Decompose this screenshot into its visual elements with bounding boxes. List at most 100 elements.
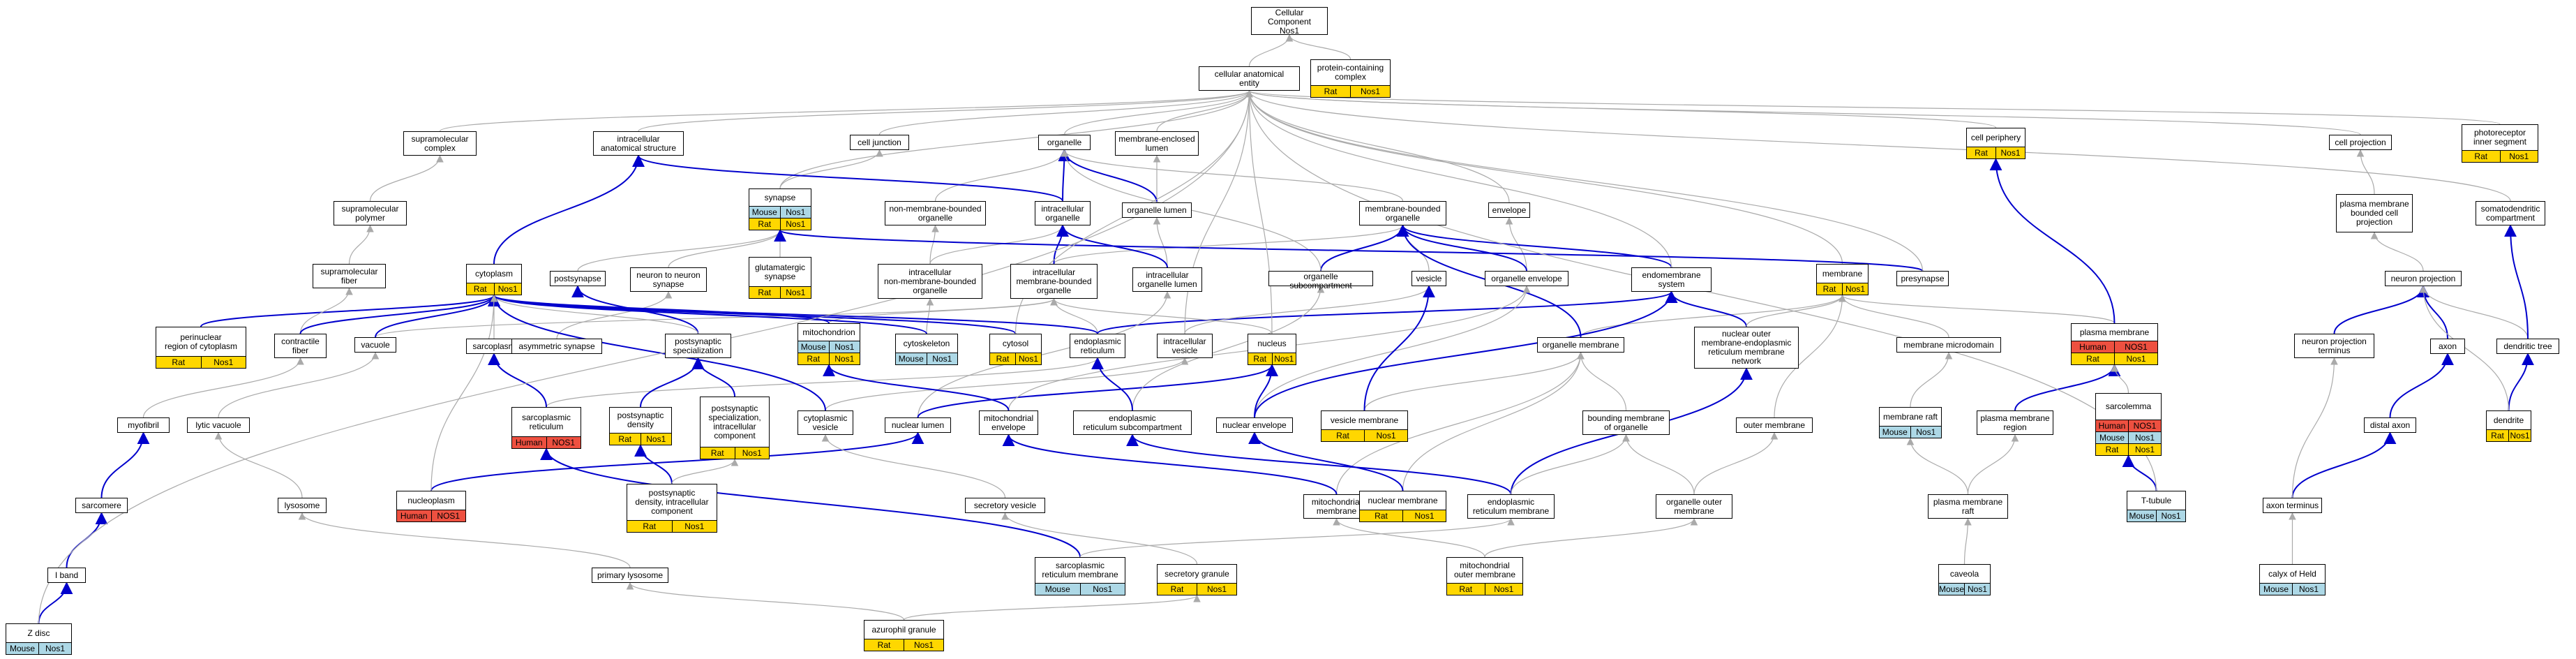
edge-plasmamem-to-cellperiphery	[1989, 158, 2116, 324]
node-orgsub[interactable]: organelle subcompartment	[1268, 271, 1373, 290]
node-inmbo[interactable]: intracellular non-membrane-bounded organ…	[878, 264, 982, 299]
node-contractile[interactable]: contractile fiber	[274, 334, 327, 358]
node-neuronprojection[interactable]: neuron projection	[2385, 271, 2462, 286]
node-ermem[interactable]: endoplasmic reticulum membrane	[1467, 494, 1555, 519]
gene-tag: Nos1	[1484, 584, 1522, 595]
node-intorganelle[interactable]: intracellular organelle	[1035, 201, 1091, 225]
node-er[interactable]: endoplasmic reticulum	[1070, 334, 1125, 358]
node-supcomplex[interactable]: supramolecular complex	[403, 131, 477, 156]
node-n2n[interactable]: neuron to neuron synapse	[630, 267, 707, 292]
node-npt[interactable]: neuron projection terminus	[2294, 334, 2374, 358]
node-secvesicle[interactable]: secretory vesicle	[965, 498, 1045, 513]
node-bmo[interactable]: bounding membrane of organelle	[1582, 410, 1670, 435]
node-ias[interactable]: intracellular anatomical structure	[593, 131, 684, 156]
node-cellprojection[interactable]: cell projection	[2329, 135, 2392, 150]
node-nucenv[interactable]: nuclear envelope	[1216, 417, 1293, 433]
node-lyticvac[interactable]: lytic vacuole	[187, 417, 250, 433]
node-axon[interactable]: axon	[2430, 339, 2465, 354]
gene-tag: Nos1	[2508, 430, 2531, 441]
node-vesicle[interactable]: vesicle	[1411, 271, 1446, 286]
edge-srmem-to-sr	[540, 447, 1081, 558]
node-envelope[interactable]: envelope	[1488, 202, 1530, 218]
node-imbo[interactable]: intracellular membrane-bounded organelle	[1010, 264, 1098, 299]
node-nomern[interactable]: nuclear outer membrane-endoplasmic retic…	[1694, 327, 1799, 369]
node-suppolymer[interactable]: supramolecular polymer	[334, 201, 407, 225]
node-dendritetree[interactable]: dendritic tree	[2496, 339, 2559, 354]
node-postspec[interactable]: postsynaptic specialization	[665, 334, 731, 358]
node-orgenv[interactable]: organelle envelope	[1485, 271, 1568, 286]
node-mbo[interactable]: membrane-bounded organelle	[1359, 201, 1446, 225]
node-endomem[interactable]: endomembrane system	[1631, 267, 1712, 292]
node-axonterm[interactable]: axon terminus	[2263, 498, 2322, 513]
node-postsynapse[interactable]: postsynapse	[550, 271, 606, 286]
node-sarcoplasm[interactable]: sarcoplasm	[466, 339, 522, 354]
node-outermem[interactable]: outer membrane	[1736, 417, 1813, 433]
node-vacuole[interactable]: vacuole	[354, 337, 396, 353]
node-presynapse[interactable]: presynapse	[1896, 271, 1949, 286]
node-celljunction[interactable]: cell junction	[850, 135, 909, 150]
node-supfiber[interactable]: supramolecular fiber	[313, 264, 386, 288]
node-cytovesicle[interactable]: cytoplasmic vesicle	[797, 410, 853, 435]
node-psic[interactable]: postsynaptic specialization, intracellul…	[700, 397, 770, 459]
node-orgmem[interactable]: organelle membrane	[1537, 337, 1624, 353]
node-nuclumen[interactable]: nuclear lumen	[885, 417, 951, 433]
node-intravesicle[interactable]: intracellular vesicle	[1157, 334, 1213, 358]
node-psdic[interactable]: postsynaptic density, intracellular comp…	[627, 484, 717, 533]
node-pmbcp[interactable]: plasma membrane bounded cell projection	[2336, 194, 2413, 232]
node-sarcomere[interactable]: sarcomere	[75, 498, 128, 513]
node-organelle[interactable]: organelle	[1038, 135, 1091, 150]
node-myofibril[interactable]: myofibril	[117, 417, 170, 433]
node-memmicro[interactable]: membrane microdomain	[1896, 337, 2001, 353]
edge-mitomem-to-mitoenv	[1002, 434, 1338, 495]
node-iol[interactable]: intracellular organelle lumen	[1132, 267, 1202, 292]
node-primlyso[interactable]: primary lysosome	[592, 568, 668, 583]
node-distalaxon[interactable]: distal axon	[2364, 417, 2416, 433]
node-iband[interactable]: I band	[47, 568, 86, 583]
node-orgoutermem[interactable]: organelle outer membrane	[1656, 494, 1732, 519]
node-asymsyn[interactable]: asymmetric synapse	[511, 339, 602, 354]
node-ersub[interactable]: endoplasmic reticulum subcompartment	[1073, 410, 1192, 435]
node-pmregion[interactable]: plasma membrane region	[1977, 410, 2053, 435]
node-mel[interactable]: membrane-enclosed lumen	[1115, 131, 1199, 156]
node-cc[interactable]: Cellular Component Nos1	[1251, 7, 1328, 36]
node-somatodendritic[interactable]: somatodendritic compartment	[2476, 201, 2545, 225]
node-cae[interactable]: cellular anatomical entity	[1199, 66, 1300, 91]
node-lysosome[interactable]: lysosome	[278, 498, 327, 513]
node-nmbo[interactable]: non-membrane-bounded organelle	[885, 201, 986, 225]
node-mitoenv[interactable]: mitochondrial envelope	[979, 410, 1038, 435]
species-tag: Rat	[990, 353, 1015, 364]
node-pmraft[interactable]: plasma membrane raft	[1928, 494, 2008, 519]
node-label: membrane-bounded organelle	[1365, 203, 1441, 223]
node-orglumen[interactable]: organelle lumen	[1122, 202, 1192, 218]
